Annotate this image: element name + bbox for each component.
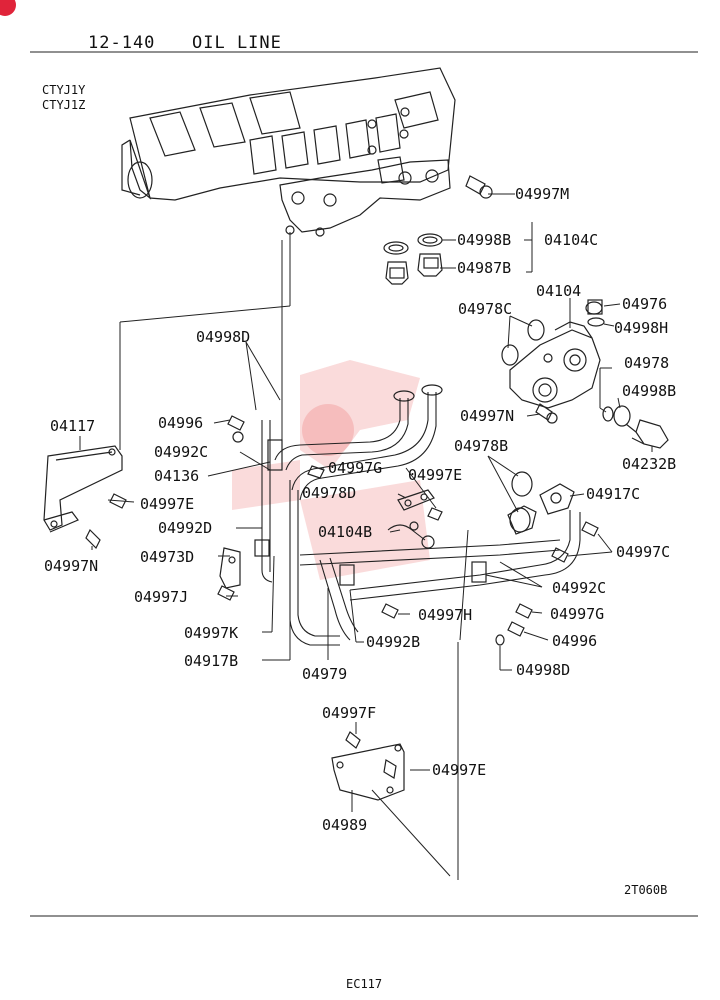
oil-pipes-drawing xyxy=(254,384,581,646)
part-label: 04998B xyxy=(622,382,676,400)
part-label: 04992C xyxy=(154,443,208,461)
bolt-drawings-right xyxy=(381,521,599,646)
part-label: 04998B xyxy=(457,231,511,249)
part-label: 04997J xyxy=(134,588,188,606)
bracket-drawing-04973D xyxy=(219,547,241,589)
section-number: 12-140 xyxy=(88,33,155,53)
part-label: 04917B xyxy=(184,652,238,670)
part-label: 04996 xyxy=(158,414,203,432)
figure-code: 2T060B xyxy=(624,883,667,897)
part-label: 04997G xyxy=(550,605,604,623)
part-label: 04232B xyxy=(622,455,676,473)
part-label: 04997G xyxy=(328,459,382,477)
bolt-drawing-04997N-mid xyxy=(535,403,558,424)
part-label: 04997F xyxy=(322,704,376,722)
part-label: 04992B xyxy=(366,633,420,651)
part-label: 04117 xyxy=(50,417,95,435)
part-label: 04104B xyxy=(318,523,372,541)
leader-lines xyxy=(79,193,653,880)
part-label: 04136 xyxy=(154,467,199,485)
part-label: 04997N xyxy=(460,407,514,425)
washer-drawings-top xyxy=(383,233,443,285)
engine-block-drawing xyxy=(121,67,456,237)
part-label: 04996 xyxy=(552,632,597,650)
part-label: 04992D xyxy=(158,519,212,537)
part-label: 04989 xyxy=(322,816,367,834)
bracket-drawing-04117 xyxy=(43,445,123,533)
page-title: OIL LINE xyxy=(192,33,282,53)
part-label: 04978C xyxy=(458,300,512,318)
part-label: 04997C xyxy=(616,543,670,561)
part-label: 04997E xyxy=(408,466,462,484)
part-label: 04997E xyxy=(140,495,194,513)
part-label: 04973D xyxy=(140,548,194,566)
part-label: 04997N xyxy=(44,557,98,575)
part-label: 04997E xyxy=(432,761,486,779)
part-labels: 04997M 04998B 04104C 04987B 04104 04976 … xyxy=(44,185,676,834)
corner-badge xyxy=(0,0,16,16)
part-label: 04104C xyxy=(544,231,598,249)
filter-bracket-drawing xyxy=(509,299,605,409)
model-code-2: CTYJ1Z xyxy=(42,98,85,112)
model-code-1: CTYJ1Y xyxy=(42,83,86,97)
part-label: 04978D xyxy=(302,484,356,502)
part-label: 04998H xyxy=(614,319,668,337)
part-label: 04998D xyxy=(196,328,250,346)
part-label: 04997H xyxy=(418,606,472,624)
part-label: 04987B xyxy=(457,259,511,277)
bracket-drawing-04989 xyxy=(331,731,405,801)
part-label: 04997K xyxy=(184,624,238,642)
part-label: 04104 xyxy=(536,282,581,300)
part-label: 04978 xyxy=(624,354,669,372)
oil-pressure-sensor-drawing xyxy=(625,419,669,449)
part-label: 04917C xyxy=(586,485,640,503)
part-label: 04976 xyxy=(622,295,667,313)
part-label: 04992C xyxy=(552,579,606,597)
part-label: 04978B xyxy=(454,437,508,455)
part-label: 04997M xyxy=(515,185,569,203)
page-code: EC117 xyxy=(346,977,382,991)
plate-drawing-04978D xyxy=(397,489,443,531)
part-label: 04998D xyxy=(516,661,570,679)
bolt-drawings-left xyxy=(85,415,325,601)
bolt-drawing-04997M xyxy=(465,175,493,199)
part-label: 04979 xyxy=(302,665,347,683)
